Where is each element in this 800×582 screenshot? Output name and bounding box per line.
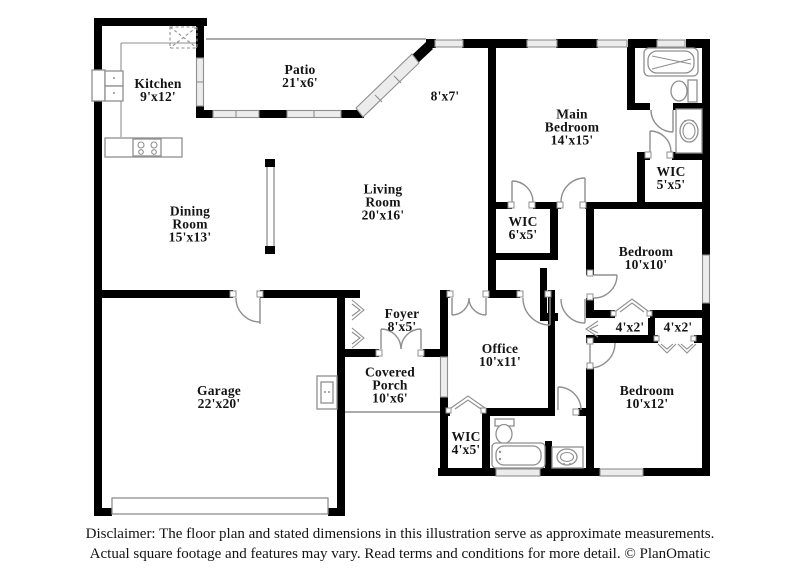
main-bedroom-door xyxy=(556,177,587,209)
main-bathtub xyxy=(643,47,699,77)
refrigerator xyxy=(91,69,124,102)
hall-bathroom-door xyxy=(557,386,582,416)
bedroom-10x10-door xyxy=(586,269,618,301)
foyer-french-doors xyxy=(375,328,425,357)
pantry xyxy=(169,26,198,49)
garage-door xyxy=(111,497,329,515)
wic6-door xyxy=(507,180,536,209)
closet-left-bifold xyxy=(610,298,653,317)
disclaimer-line-1: Disclaimer: The floor plan and stated di… xyxy=(85,526,715,542)
office-side-door xyxy=(516,290,552,326)
hall-sink xyxy=(551,446,584,469)
hall-linen-bifold xyxy=(585,320,599,338)
disclaimer: Disclaimer: The floor plan and stated di… xyxy=(0,524,800,564)
wic4-bifold xyxy=(445,395,487,414)
hall-toilet xyxy=(494,418,515,445)
stove xyxy=(104,137,183,158)
hallway-door xyxy=(560,298,586,324)
main-toilet xyxy=(670,79,698,103)
wic5-door xyxy=(644,130,674,159)
interior-walls xyxy=(98,44,710,516)
porch-outline xyxy=(338,357,448,413)
closet-right-bifold xyxy=(653,335,697,354)
exterior-walls xyxy=(94,18,710,516)
dining-living-divider xyxy=(265,159,275,254)
disclaimer-line-2: Actual square footage and features may v… xyxy=(89,546,711,562)
main-sink xyxy=(675,108,703,154)
water-heater xyxy=(316,375,338,410)
office-french-doors xyxy=(446,290,490,316)
hall-bathtub xyxy=(491,442,546,469)
foyer-closet-bifold xyxy=(351,299,365,349)
bifold-doors xyxy=(351,298,697,414)
windows xyxy=(195,39,711,477)
bath-inner-door xyxy=(650,109,674,133)
doors xyxy=(229,109,674,416)
garage-entry-door xyxy=(229,290,264,324)
bedroom-10x12-door xyxy=(586,337,616,370)
